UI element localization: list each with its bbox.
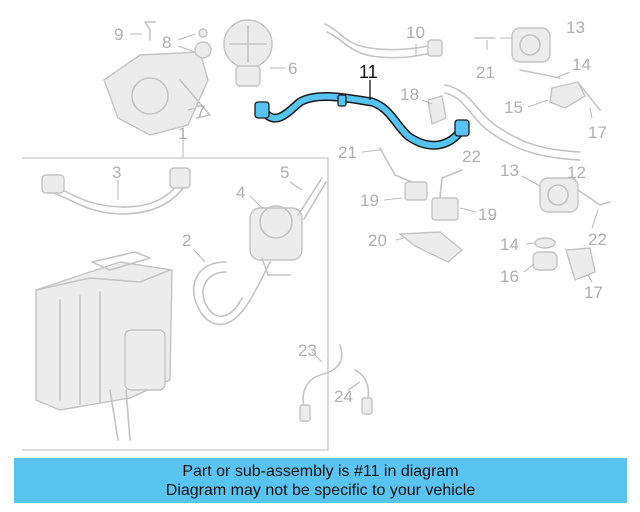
hose-10 [324, 23, 443, 59]
callout-21-top: 21 [476, 63, 495, 82]
callout-17-top: 17 [588, 123, 607, 142]
callout-3: 3 [112, 163, 121, 182]
callout-16: 16 [500, 267, 519, 286]
callout-22-mid: 22 [462, 147, 481, 166]
callout-22-right: 22 [588, 230, 607, 249]
parts-diagram: 9 8 6 7 1 3 5 4 2 10 11 13 21 14 18 15 1… [22, 18, 611, 451]
callout-4: 4 [236, 183, 245, 202]
callout-19-right: 19 [478, 205, 497, 224]
callout-13-mid: 13 [500, 161, 519, 180]
callout-9: 9 [114, 25, 123, 44]
callout-13-top: 13 [566, 18, 585, 37]
bracket-assembly [103, 19, 273, 136]
callout-2: 2 [182, 231, 191, 250]
callout-14-bottom: 14 [500, 235, 519, 254]
evap-canister-box [22, 140, 329, 451]
right-parts [299, 27, 611, 422]
callout-23: 23 [298, 341, 317, 360]
callout-6: 6 [288, 59, 297, 78]
callout-21-mid: 21 [338, 143, 357, 162]
caption-line-1: Part or sub-assembly is #11 in diagram [182, 463, 459, 480]
callout-14-top: 14 [572, 55, 591, 74]
caption-line-2: Diagram may not be specific to your vehi… [165, 482, 476, 499]
callout-15: 15 [504, 98, 523, 117]
callout-8: 8 [162, 33, 171, 52]
callout-17-bottom: 17 [584, 283, 603, 302]
callout-labels: 9 8 6 7 1 3 5 4 2 10 11 13 21 14 18 15 1… [112, 18, 607, 406]
info-banner: Part or sub-assembly is #11 in diagram D… [14, 458, 627, 503]
leader-lines [117, 33, 599, 391]
callout-24: 24 [334, 387, 353, 406]
callout-19-left: 19 [360, 191, 379, 210]
callout-10: 10 [406, 23, 425, 42]
part-11-pipe-highlighted[interactable] [254, 80, 470, 150]
callout-1: 1 [178, 124, 187, 143]
callout-18: 18 [400, 85, 419, 104]
callout-5: 5 [280, 163, 289, 182]
callout-7: 7 [196, 102, 205, 121]
callout-12: 12 [567, 163, 586, 182]
callout-11: 11 [359, 62, 378, 82]
callout-20: 20 [368, 231, 387, 250]
